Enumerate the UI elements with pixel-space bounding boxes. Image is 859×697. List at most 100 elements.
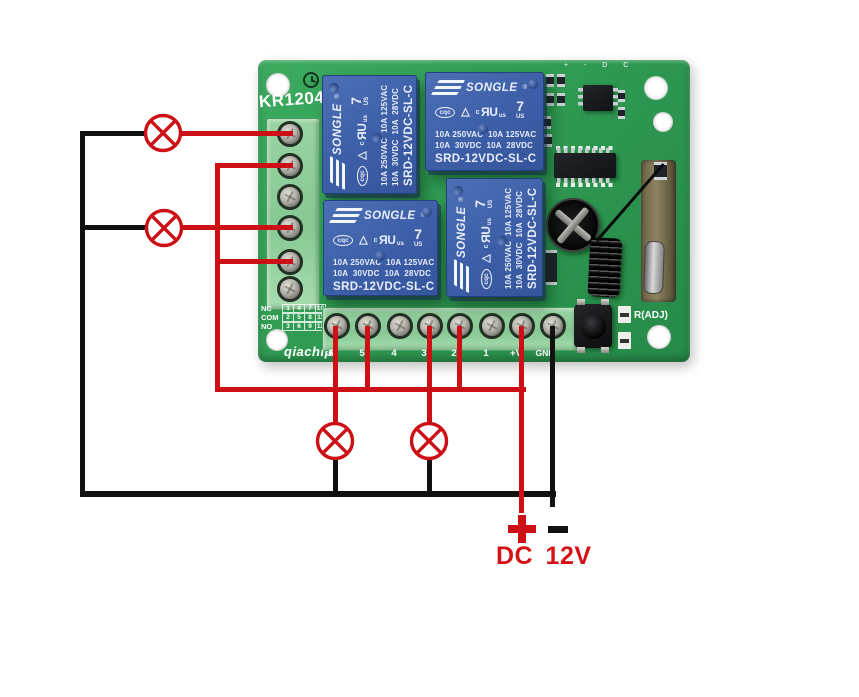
triangle-mark-icon: △ xyxy=(480,254,492,263)
ul-r: R xyxy=(479,234,493,244)
terminal-label: 4 xyxy=(391,348,397,359)
solder-pads xyxy=(556,183,616,187)
relay-brand-row: SONGLE ® xyxy=(323,76,345,195)
smd-resistor xyxy=(544,134,552,147)
row-label: NC xyxy=(261,304,272,313)
smd-resistor xyxy=(546,93,554,106)
ul-c: c xyxy=(475,108,480,116)
mounting-hole xyxy=(266,329,288,351)
mounting-hole xyxy=(266,73,290,97)
wire-red-screw5 xyxy=(215,259,293,264)
wire-red-load2 xyxy=(183,225,293,230)
relay-model: SRD-12VDC-SL-C xyxy=(435,153,537,165)
button-pin xyxy=(601,299,609,305)
smd-resistor xyxy=(543,116,551,129)
wire-red-terminal4 xyxy=(427,326,432,422)
terminal-label: 3 xyxy=(421,348,427,359)
wire-red-left-vertical xyxy=(215,163,220,392)
adj-label: R(ADJ) xyxy=(634,310,668,321)
table-cell: 8 xyxy=(304,313,315,322)
table-cell: 1 xyxy=(282,304,293,313)
wire-red-plus xyxy=(519,326,524,513)
registered-mark: ® xyxy=(458,197,465,202)
songle-logo-icon xyxy=(454,259,469,293)
mounting-hole xyxy=(647,325,671,349)
relay-dot xyxy=(528,79,538,89)
cqc-mark-icon: cqc xyxy=(333,234,354,246)
terminal-label: +V xyxy=(510,348,522,359)
ul-us: us xyxy=(498,113,506,119)
capacitor xyxy=(546,198,600,252)
spec-line2: 10A 30VDC 10A 28VDC xyxy=(390,87,400,186)
smd-resistor xyxy=(618,107,625,119)
wire-black-load1 xyxy=(80,131,144,136)
smd-resistor xyxy=(557,93,565,106)
ul-us: us xyxy=(363,115,369,123)
relay-model: SRD-12VDC-SL-C xyxy=(527,187,539,289)
terminal-screw xyxy=(277,276,303,302)
ul-u: U xyxy=(489,105,498,119)
ul-c: c xyxy=(373,236,378,244)
ul-r: R xyxy=(355,131,369,141)
transistor xyxy=(545,250,557,285)
relay-model: SRD-12VDC-SL-C xyxy=(333,281,435,293)
wire-black-load3 xyxy=(333,459,338,495)
terminal-screw xyxy=(479,313,505,339)
spec-line1: 10A 250VAC 10A 125VAC xyxy=(333,258,435,267)
smd-resistor xyxy=(557,74,565,87)
relay-brand: SONGLE xyxy=(455,206,468,258)
cert-us: US xyxy=(364,96,370,106)
ul-us: us xyxy=(487,218,493,226)
button-pin xyxy=(577,347,585,353)
wire-red-terminal1 xyxy=(333,326,338,422)
smd-component xyxy=(618,332,631,349)
relay-brand: SONGLE xyxy=(364,209,416,222)
wire-black-left-vertical xyxy=(80,131,85,497)
wire-red-terminal5 xyxy=(457,326,462,392)
cqc-mark-icon: cqc xyxy=(356,165,368,186)
load-lamp-icon-3 xyxy=(315,421,355,461)
load-lamp-icon-4 xyxy=(409,421,449,461)
table-row: NO 3 6 9 12 xyxy=(261,322,326,331)
board-model-label: KR1204 xyxy=(258,87,325,112)
terminal-label: 2 xyxy=(451,348,457,359)
table-row: COM 2 5 8 11 xyxy=(261,313,326,322)
table-cell: 7 xyxy=(304,304,315,313)
songle-logo-icon xyxy=(431,80,465,95)
smd-resistor xyxy=(546,74,554,87)
triangle-mark-icon: △ xyxy=(461,106,470,118)
triangle-mark-icon: △ xyxy=(356,151,368,160)
brand-label: qiachip xyxy=(284,344,334,359)
wire-red-screw2 xyxy=(215,163,293,168)
plus-symbol-vertical xyxy=(518,515,526,543)
relay-brand: SONGLE xyxy=(466,81,518,94)
relay-brand: SONGLE xyxy=(331,103,344,155)
spec-line1: 10A 250VAC 10A 125VAC xyxy=(435,130,537,139)
relay-brand-row: SONGLE ® xyxy=(447,179,469,298)
load-lamp-icon-2 xyxy=(144,208,184,248)
ic-chip-8pin xyxy=(578,85,618,111)
table-cell: 4 xyxy=(293,304,304,313)
cqc-mark-icon: cqc xyxy=(480,268,492,289)
button-pin xyxy=(601,347,609,353)
songle-logo-icon xyxy=(329,208,363,223)
cqc-mark-icon: cqc xyxy=(435,106,456,118)
relay-dot xyxy=(453,186,463,196)
button-pin xyxy=(577,299,585,305)
